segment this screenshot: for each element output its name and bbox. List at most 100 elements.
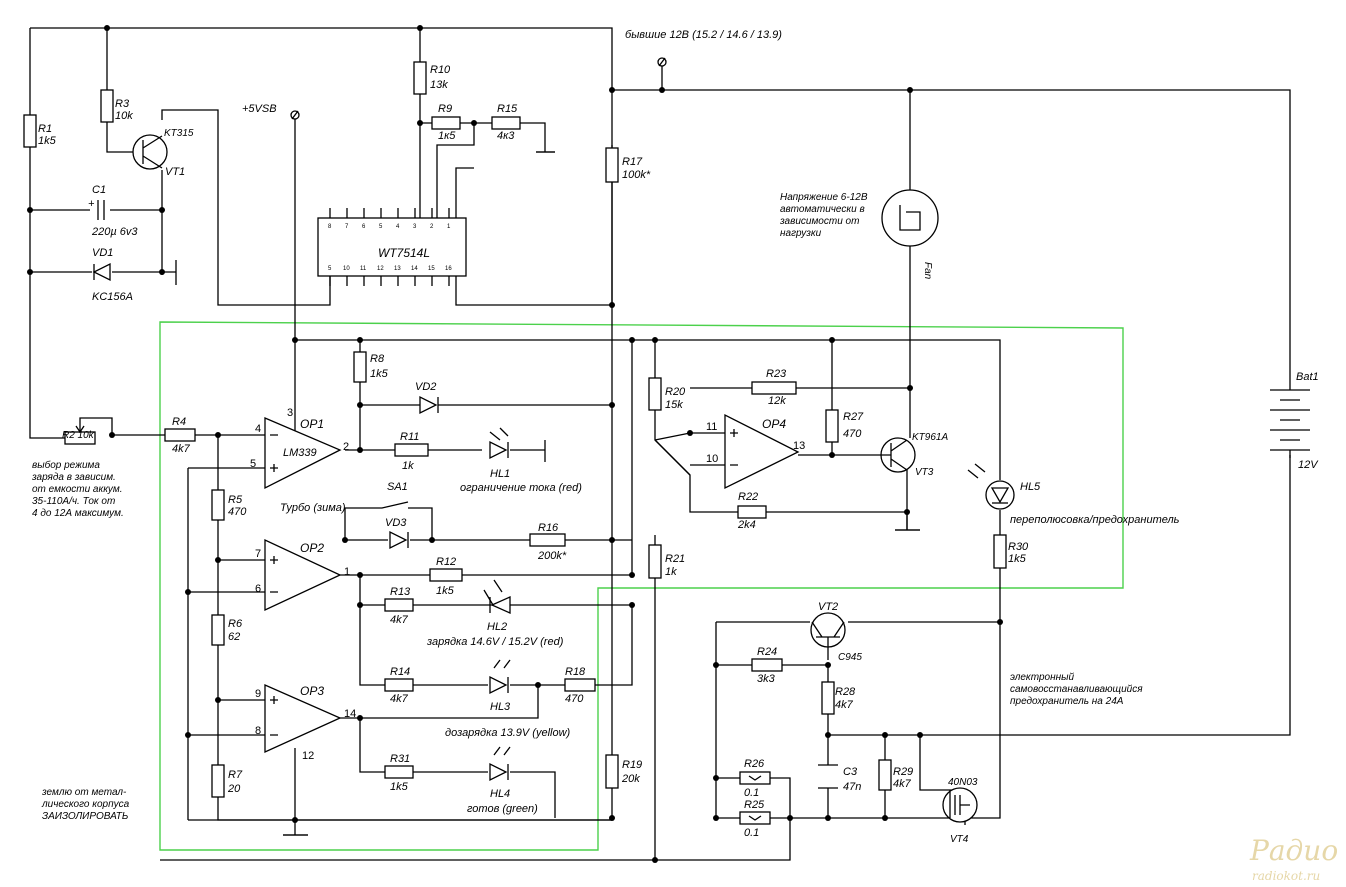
svg-text:VT3: VT3 [915, 467, 934, 478]
svg-text:20k: 20k [621, 773, 640, 785]
wires [29, 27, 1291, 861]
svg-text:R26: R26 [744, 758, 765, 770]
svg-text:R23: R23 [766, 368, 787, 380]
svg-text:автоматически в: автоматически в [780, 204, 865, 215]
fan-label: Fan [922, 262, 933, 280]
svg-text:KT961A: KT961A [912, 432, 948, 443]
svg-text:нагрузки: нагрузки [780, 228, 822, 239]
svg-text:6: 6 [362, 224, 366, 230]
svg-text:1k5: 1k5 [1008, 553, 1027, 565]
svg-text:Турбо (зима): Турбо (зима) [280, 502, 346, 514]
svg-text:13: 13 [793, 440, 805, 452]
svg-text:35-110А/ч. Ток от: 35-110А/ч. Ток от [32, 496, 115, 507]
svg-text:заряда в зависим.: заряда в зависим. [31, 472, 116, 483]
svg-text:2: 2 [343, 441, 349, 453]
svg-text:Радио КОТ: Радио КОТ [1249, 834, 1346, 867]
svg-text:R31: R31 [390, 753, 410, 765]
svg-text:R29: R29 [893, 766, 913, 778]
svg-text:14: 14 [344, 708, 356, 720]
green-outline [159, 321, 1124, 851]
svg-text:4k7: 4k7 [835, 699, 854, 711]
svg-text:R8: R8 [370, 353, 385, 365]
svg-text:2k4: 2k4 [737, 519, 756, 531]
svg-text:6: 6 [255, 583, 261, 595]
resistors [23, 61, 1007, 825]
svg-text:R22: R22 [738, 491, 758, 503]
svg-text:11: 11 [706, 421, 717, 433]
svg-text:HL3: HL3 [490, 701, 511, 713]
ic-label: WT7514L [378, 246, 430, 260]
svg-text:R24: R24 [757, 646, 777, 658]
r1-label: R1 [38, 123, 52, 135]
svg-text:R27: R27 [843, 411, 864, 423]
svg-text:1k5: 1k5 [390, 781, 409, 793]
svg-text:R18: R18 [565, 666, 586, 678]
svg-text:R25: R25 [744, 799, 765, 811]
svg-text:15: 15 [428, 266, 435, 272]
svg-text:7: 7 [255, 548, 261, 560]
svg-text:VT4: VT4 [950, 834, 969, 845]
svg-text:VT2: VT2 [818, 601, 838, 613]
svg-text:HL4: HL4 [490, 788, 510, 800]
svg-text:R7: R7 [228, 769, 243, 781]
svg-text:3k3: 3k3 [757, 673, 776, 685]
vt1-type: KT315 [164, 128, 194, 139]
svg-text:8: 8 [328, 224, 332, 230]
svg-text:+: + [88, 198, 95, 210]
capacitors: + [88, 198, 838, 789]
svg-text:5: 5 [328, 266, 332, 272]
svg-text:200k*: 200k* [537, 550, 567, 562]
svg-text:1k5: 1k5 [370, 368, 389, 380]
svg-text:10: 10 [706, 453, 718, 465]
r15-label: R15 [497, 103, 518, 115]
svg-text:4k7: 4k7 [172, 443, 191, 455]
svg-text:0.1: 0.1 [744, 787, 759, 799]
svg-text:11: 11 [360, 266, 367, 272]
svg-text:переполюсовка/предохранитель: переполюсовка/предохранитель [1010, 514, 1180, 526]
svg-text:12: 12 [302, 750, 314, 762]
svg-text:5: 5 [250, 458, 256, 470]
ic-wt7514l [317, 208, 467, 286]
r10-label: R10 [430, 64, 451, 76]
svg-text:9: 9 [255, 688, 261, 700]
vd1-value: KC156A [92, 291, 133, 303]
svg-text:radiokot.ru: radiokot.ru [1252, 869, 1320, 883]
svg-text:62: 62 [228, 631, 240, 643]
svg-text:дозарядка 13.9V (yellow): дозарядка 13.9V (yellow) [445, 727, 571, 739]
svg-text:Напряжение 6-12В: Напряжение 6-12В [780, 192, 868, 203]
svg-text:13: 13 [394, 266, 401, 272]
svg-text:15k: 15k [665, 399, 683, 411]
opamps [264, 413, 800, 754]
c1-value: 220µ 6v3 [91, 226, 138, 238]
svg-text:R21: R21 [665, 553, 685, 565]
svg-text:4 до 12А максимум.: 4 до 12А максимум. [32, 508, 124, 519]
svg-text:470: 470 [843, 428, 862, 440]
svg-text:0.1: 0.1 [744, 827, 759, 839]
svg-text:R28: R28 [835, 686, 856, 698]
svg-text:лического корпуса: лического корпуса [41, 799, 130, 810]
rail-note: бывшие 12В (15.2 / 14.6 / 13.9) [625, 29, 782, 41]
svg-text:1: 1 [447, 224, 451, 230]
svg-text:HL2: HL2 [487, 621, 507, 633]
svg-text:зарядка 14.6V / 15.2V (red): зарядка 14.6V / 15.2V (red) [426, 636, 564, 648]
svg-text:7: 7 [345, 224, 349, 230]
r9-value: 1к5 [438, 130, 456, 142]
svg-text:10: 10 [343, 266, 350, 272]
svg-text:VD2: VD2 [415, 381, 436, 393]
r3-label: R3 [115, 98, 130, 110]
r15-value: 4к3 [497, 130, 515, 142]
svg-text:3: 3 [287, 407, 293, 419]
svg-text:R30: R30 [1008, 541, 1029, 553]
svg-text:4: 4 [255, 423, 261, 435]
svg-text:1k: 1k [402, 460, 414, 472]
svg-text:зависимости от: зависимости от [779, 216, 859, 227]
svg-text:самовосстанавливающийся: самовосстанавливающийся [1010, 684, 1143, 695]
svg-text:R14: R14 [390, 666, 410, 678]
r10-value: 13k [430, 79, 448, 91]
svg-text:C945: C945 [838, 652, 862, 663]
svg-text:от емкости аккум.: от емкости аккум. [32, 484, 123, 495]
svg-text:1k5: 1k5 [436, 585, 455, 597]
svg-text:2: 2 [430, 224, 434, 230]
svg-text:SA1: SA1 [387, 481, 408, 493]
r3-value: 10k [115, 110, 133, 122]
